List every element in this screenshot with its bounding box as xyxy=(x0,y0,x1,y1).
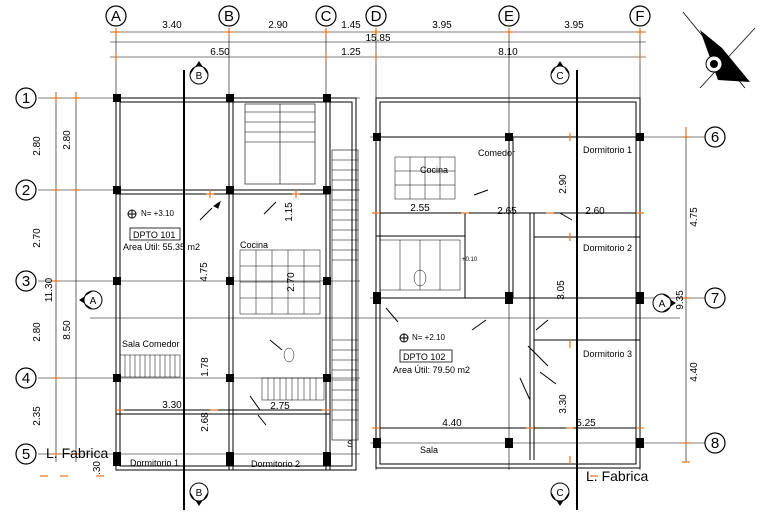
unit2-dim-c: 2.65 xyxy=(497,206,517,217)
structural-columns xyxy=(113,94,644,466)
boundary-label-right: L. Fabrica xyxy=(586,468,648,484)
dimension-lines xyxy=(55,31,687,462)
dim-top-df: 8.10 xyxy=(498,47,518,58)
unit2-room-kitchen: Cocina xyxy=(420,165,448,175)
door-symbols xyxy=(199,189,573,426)
dim-left-45: 2.35 xyxy=(32,406,43,426)
unit1-room-bed1: Dormitorio 1 xyxy=(130,458,179,468)
walls xyxy=(115,97,641,471)
dim-left-23: 2.70 xyxy=(32,228,43,248)
unit1-room-living: Sala Comedor xyxy=(122,339,180,349)
unit1-dim-b: 4.75 xyxy=(199,262,210,282)
unit2-level: N= +2.10 xyxy=(412,333,445,342)
unit1-dim-f: 2.75 xyxy=(270,401,290,412)
section-markers xyxy=(79,61,676,506)
fixture-level: +0.10 xyxy=(462,257,478,263)
axis-label-b: B xyxy=(224,8,234,25)
axis-label-5: 5 xyxy=(22,446,30,463)
unit2-dim-a: 2.90 xyxy=(558,174,569,194)
dim-left-34: 2.80 xyxy=(32,322,43,342)
section-label-a-right: A xyxy=(659,299,666,310)
unit2-room-dining: Comedor xyxy=(478,148,515,158)
axis-label-8: 8 xyxy=(711,435,719,452)
axis-label-6: 6 xyxy=(711,129,719,146)
unit2-dim-b: 2.55 xyxy=(410,203,430,214)
unit1-dim-g: 2.68 xyxy=(200,412,211,432)
unit1-dim-h: .30 xyxy=(92,461,103,475)
north-arrow xyxy=(682,11,756,89)
dim-top-ef: 3.95 xyxy=(564,20,584,31)
axis-label-a: A xyxy=(111,8,121,25)
kitchen-tiles xyxy=(119,156,461,401)
unit2-dim-e: 3.05 xyxy=(556,280,567,300)
level-markers xyxy=(127,209,409,343)
dimension-ticks xyxy=(40,28,690,477)
dim-right-67: 4.75 xyxy=(689,207,700,227)
axis-label-7: 7 xyxy=(711,290,719,307)
unit1-dim-c: 2.70 xyxy=(286,272,297,292)
unit2-dim-d: 2.60 xyxy=(585,206,605,217)
unit1-dim-a: 1.15 xyxy=(284,202,295,222)
axis-label-c: C xyxy=(321,8,332,25)
dim-top-de: 3.95 xyxy=(432,20,452,31)
axis-label-f: F xyxy=(635,8,644,25)
axis-label-2: 2 xyxy=(22,182,30,199)
unit2-room-bed2: Dormitorio 2 xyxy=(583,243,632,253)
unit1-dim-d: 1.78 xyxy=(200,357,211,377)
dim-top-cd: 1.45 xyxy=(341,20,361,31)
unit2-dim-h: 5.25 xyxy=(576,418,596,429)
dim-top-bc: 2.90 xyxy=(268,20,288,31)
unit1-label: DPTO 101 xyxy=(133,230,175,240)
unit1-label-box xyxy=(129,227,181,241)
dim-right-78: 4.40 xyxy=(689,362,700,382)
dim-left-12: 2.80 xyxy=(32,136,43,156)
axis-label-3: 3 xyxy=(22,273,30,290)
section-lines xyxy=(183,70,578,510)
unit2-dim-f: 3.30 xyxy=(558,394,569,414)
stairs xyxy=(244,103,359,441)
section-label-c-bottom: C xyxy=(556,488,563,499)
unit2-dim-g: 4.40 xyxy=(442,418,462,429)
unit2-room-living: Sala xyxy=(420,445,438,455)
section-label-c-top: C xyxy=(556,71,563,82)
unit1-room-kitchen: Cocina xyxy=(240,240,268,250)
dim-top-cd2: 1.25 xyxy=(341,47,361,58)
dim-total: 15.85 xyxy=(365,33,390,44)
section-label-b-top: B xyxy=(196,71,203,82)
axis-bubbles xyxy=(15,5,726,465)
unit1-area: Area Útil: 55.35 m2 xyxy=(123,242,200,252)
axis-label-4: 4 xyxy=(22,370,30,387)
dim-top-ab: 3.40 xyxy=(162,20,182,31)
unit2-label: DPTO 102 xyxy=(403,352,445,362)
axis-label-e: E xyxy=(504,8,514,25)
axis-label-1: 1 xyxy=(22,90,30,107)
unit2-room-bed1: Dormitorio 1 xyxy=(583,145,632,155)
dim-left-25: 8.50 xyxy=(62,320,73,340)
dim-left-12b: 2.80 xyxy=(62,130,73,150)
section-label-a-left: A xyxy=(90,296,97,307)
dim-left-total: 11.30 xyxy=(44,277,55,302)
unit2-room-bed3: Dormitorio 3 xyxy=(583,349,632,359)
unit1-room-bed2: Dormitorio 2 xyxy=(251,459,300,469)
axis-label-d: D xyxy=(371,8,382,25)
unit1-level: N= +3.10 xyxy=(141,209,174,218)
unit2-area: Area Útil: 79.50 m2 xyxy=(393,365,470,375)
dim-right-total: 9.35 xyxy=(675,290,686,310)
boundary-label-left: L. Fabrica xyxy=(46,445,108,461)
unit2-label-box xyxy=(399,349,453,363)
unit1-dim-e: 3.30 xyxy=(162,400,182,411)
dim-top-ac: 6.50 xyxy=(210,47,230,58)
section-label-b-bottom: B xyxy=(196,488,203,499)
stair-label: S xyxy=(347,439,353,449)
